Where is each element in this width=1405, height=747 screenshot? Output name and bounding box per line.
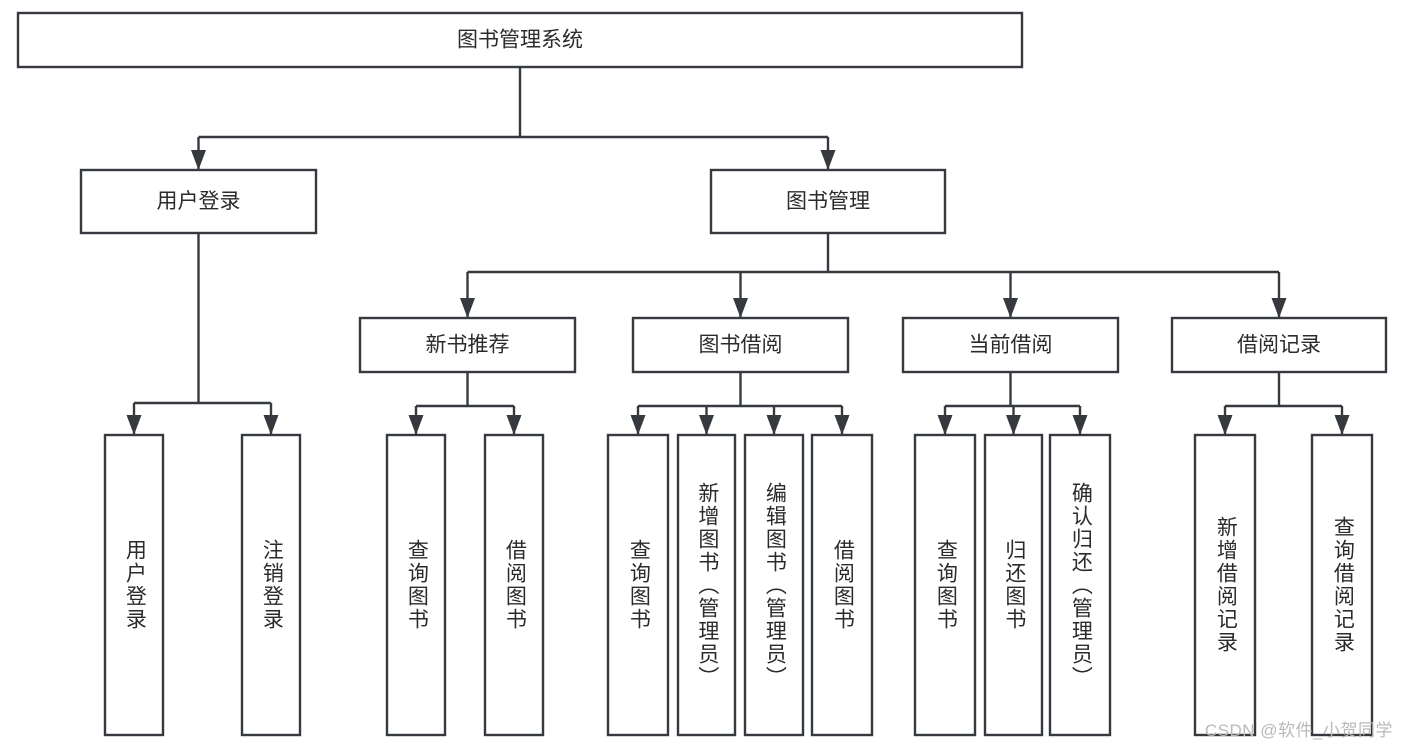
node-leaf-query-record-label: 查询借阅记录 (1331, 516, 1355, 654)
node-leaf-user-login[interactable] (103, 433, 165, 737)
node-new-book-rec[interactable] (358, 316, 577, 374)
arrow-head-icon (834, 415, 850, 435)
node-leaf-borrow-book-1-label: 借阅图书 (503, 539, 527, 631)
node-leaf-edit-book[interactable] (743, 433, 805, 737)
node-current-borrow-label: 当前借阅 (969, 334, 1053, 357)
node-leaf-query-book-1[interactable] (385, 433, 447, 737)
arrow-head-icon (937, 415, 953, 435)
node-root-label: 图书管理系统 (457, 29, 583, 52)
arrow-head-icon (1006, 415, 1021, 435)
arrow-head-icon (126, 415, 142, 435)
node-book-manage[interactable] (709, 168, 947, 235)
node-user-login[interactable] (79, 168, 318, 235)
node-leaf-logout[interactable] (240, 433, 302, 737)
arrow-head-icon (506, 415, 522, 435)
arrow-head-icon (1334, 415, 1350, 435)
node-borrow-record-label: 借阅记录 (1237, 334, 1321, 357)
node-borrow-record[interactable] (1170, 316, 1388, 374)
arrow-head-icon (263, 415, 279, 435)
connector-layer (126, 67, 1350, 435)
node-root[interactable] (16, 11, 1024, 69)
node-current-borrow[interactable] (901, 316, 1120, 374)
node-leaf-add-record[interactable] (1193, 433, 1257, 737)
node-leaf-return-book[interactable] (983, 433, 1044, 737)
node-leaf-return-book-label: 归还图书 (1002, 539, 1026, 631)
node-leaf-edit-book-label: 编辑图书（管理员） (763, 481, 787, 689)
arrow-head-icon (766, 415, 782, 435)
node-book-borrow-label: 图书借阅 (699, 334, 783, 357)
node-leaf-borrow-book-2[interactable] (810, 433, 874, 737)
arrow-head-icon (820, 150, 836, 170)
arrow-head-icon (1217, 415, 1233, 435)
node-leaf-confirm-return[interactable] (1048, 433, 1112, 737)
arrow-head-icon (191, 150, 206, 170)
arrow-head-icon (460, 298, 475, 318)
arrow-head-icon (699, 415, 714, 435)
arrow-head-icon (408, 415, 424, 435)
node-leaf-query-book-3-label: 查询图书 (934, 539, 958, 631)
node-leaf-add-book[interactable] (676, 433, 737, 737)
node-leaf-logout-label: 注销登录 (260, 539, 284, 631)
node-user-login-label: 用户登录 (157, 190, 241, 213)
node-new-book-rec-label: 新书推荐 (426, 334, 510, 357)
node-leaf-add-book-label: 新增图书（管理员） (695, 481, 719, 689)
node-book-manage-label: 图书管理 (786, 190, 870, 213)
arrow-head-icon (630, 415, 646, 435)
node-leaf-query-book-2-label: 查询图书 (627, 539, 651, 631)
node-leaf-user-login-label: 用户登录 (123, 539, 147, 631)
node-leaf-borrow-book-1[interactable] (483, 433, 545, 737)
node-leaf-query-book-1-label: 查询图书 (405, 539, 429, 631)
arrow-head-icon (733, 298, 748, 318)
arrow-head-icon (1003, 298, 1018, 318)
node-leaf-confirm-return-label: 确认归还（管理员） (1069, 481, 1093, 689)
node-leaf-add-record-label: 新增借阅记录 (1214, 516, 1238, 654)
node-leaf-borrow-book-2-label: 借阅图书 (831, 539, 855, 631)
arrow-head-icon (1271, 298, 1287, 318)
node-book-borrow[interactable] (631, 316, 850, 374)
node-leaf-query-book-2[interactable] (606, 433, 670, 737)
arrow-head-icon (1072, 415, 1088, 435)
node-leaf-query-book-3[interactable] (913, 433, 977, 737)
node-leaf-query-record[interactable] (1310, 433, 1374, 737)
